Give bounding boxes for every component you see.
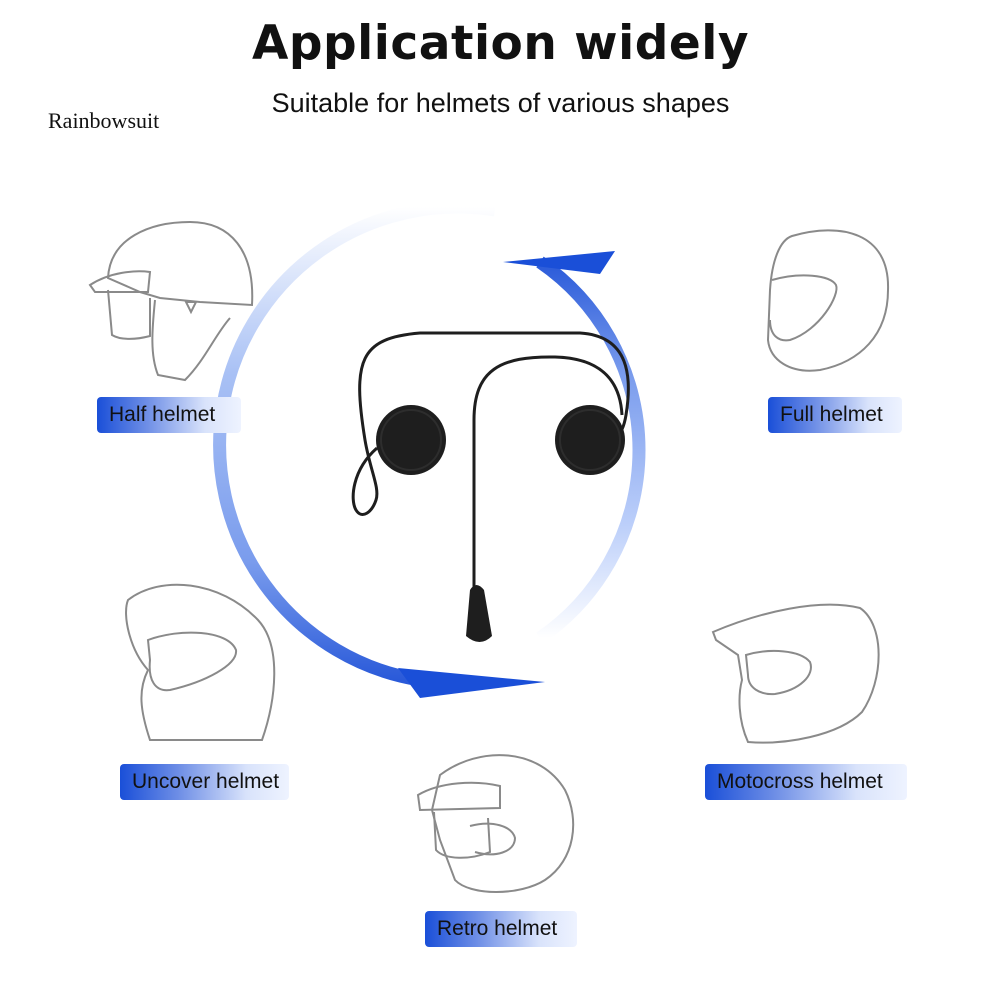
label-uncover-helmet: Uncover helmet xyxy=(120,764,289,800)
full-helmet-icon xyxy=(766,229,890,372)
page-subtitle: Suitable for helmets of various shapes xyxy=(271,88,730,118)
ring-arrow-bottom-icon xyxy=(398,668,545,698)
retro-helmet-icon xyxy=(416,754,575,893)
ring-arrow-top-icon xyxy=(503,251,615,274)
label-half-helmet: Half helmet xyxy=(97,397,241,433)
uncover-helmet-icon xyxy=(125,583,276,741)
label-motocross-helmet: Motocross helmet xyxy=(705,764,907,800)
brand-watermark: Rainbowsuit xyxy=(48,108,160,133)
motocross-helmet-icon xyxy=(711,603,880,744)
half-helmet-icon xyxy=(88,220,254,382)
label-retro-helmet: Retro helmet xyxy=(425,911,577,947)
headset-image xyxy=(351,331,630,642)
label-full-helmet: Full helmet xyxy=(768,397,902,433)
page-title: Application widely xyxy=(252,16,749,71)
